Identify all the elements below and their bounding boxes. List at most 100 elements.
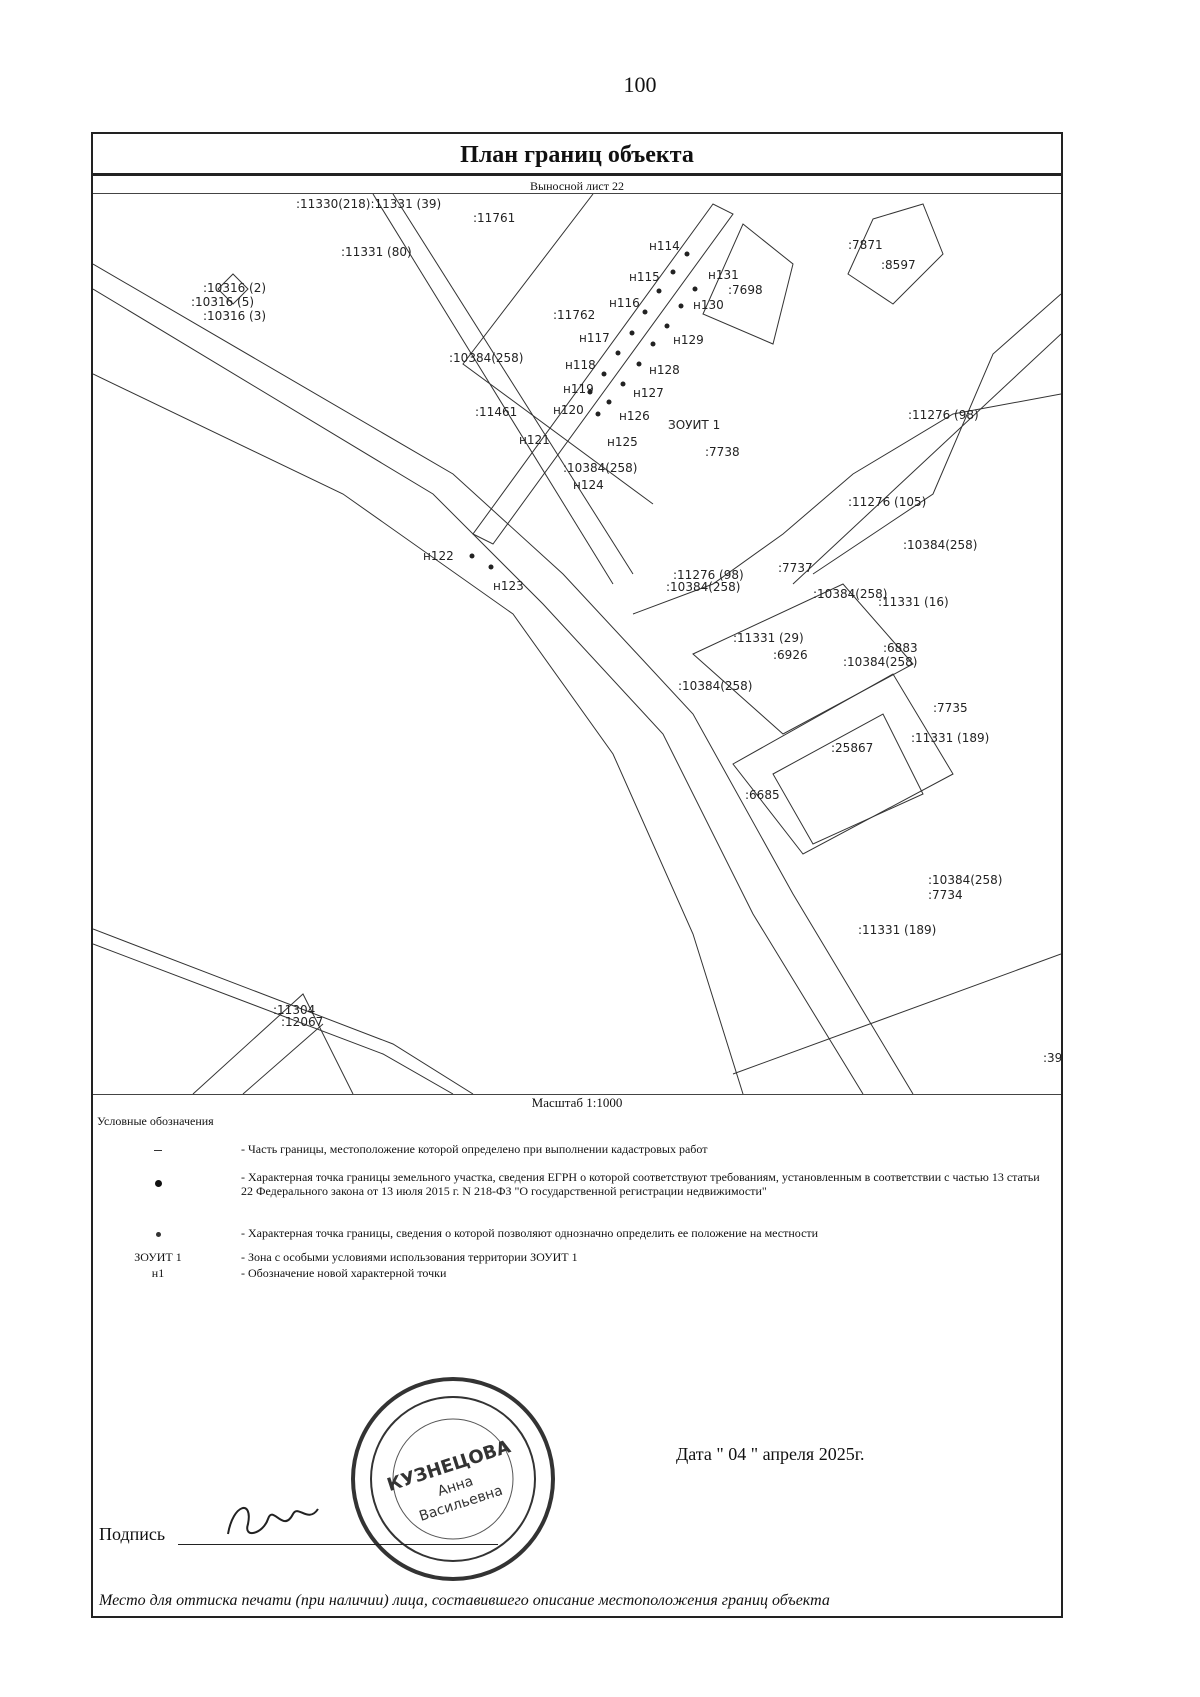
point-label: н131 — [708, 268, 739, 282]
parcel-label: :6926 — [773, 648, 808, 662]
parcel-outline — [217, 273, 249, 305]
parcel-label: :11304 — [273, 1003, 315, 1017]
legend-point-symbol — [123, 1176, 193, 1191]
sheet-subtitle: Выносной лист 22 — [93, 178, 1061, 194]
parcel-label: :10384(258) — [903, 538, 977, 552]
parcel-label: :10384(258) — [449, 351, 523, 365]
point-label: н121 — [519, 433, 550, 447]
road-edge-line — [93, 263, 914, 1094]
document-date: Дата " 04 " апреля 2025г. — [676, 1444, 865, 1464]
point-label: н120 — [553, 403, 584, 417]
parcel-label: :7737 — [778, 561, 813, 575]
point-marker — [650, 341, 656, 347]
parcel-line — [732, 953, 1061, 1075]
point-label: н116 — [609, 296, 640, 310]
point-marker — [678, 303, 684, 309]
cadastral-map: :11330(218):11331 (39) :11761 :11331 (80… — [93, 194, 1061, 1095]
map-lines — [93, 194, 1061, 1094]
point-marker — [601, 371, 607, 377]
point-marker — [488, 564, 494, 570]
road-edge-line — [93, 288, 864, 1094]
parcel-label: :10384(258) — [563, 461, 637, 475]
point-marker — [636, 361, 642, 367]
parcel-label: :11276 (98) — [908, 408, 979, 422]
point-marker — [606, 399, 612, 405]
parcel-line — [812, 293, 1061, 575]
parcel-label: :11331 (16) — [878, 595, 949, 609]
handwritten-signature — [223, 1494, 323, 1549]
parcel-outline — [772, 713, 924, 845]
point-label: н125 — [607, 435, 638, 449]
point-marker — [642, 309, 648, 315]
parcel-label: :6685 — [745, 788, 780, 802]
legend-zone-symbol: ЗОУИТ 1 — [134, 1250, 182, 1264]
parcel-line — [792, 333, 1061, 585]
point-label: н122 — [423, 549, 454, 563]
parcel-label: :11276 (105) — [848, 495, 926, 509]
point-label: н126 — [619, 409, 650, 423]
zone-label: ЗОУИТ 1 — [668, 418, 720, 432]
parcel-label: :11331 (189) — [911, 731, 989, 745]
parcel-outline — [692, 583, 914, 735]
point-label: н124 — [573, 478, 604, 492]
parcel-labels: :11330(218):11331 (39) :11761 :11331 (80… — [191, 197, 1061, 1065]
parcel-label: :7734 — [928, 888, 963, 902]
building-outline — [702, 223, 794, 345]
parcel-label: :11331 (80) — [341, 245, 412, 259]
zone-strip — [472, 203, 734, 545]
parcel-label: :12067 — [281, 1015, 323, 1029]
point-label: н119 — [563, 382, 594, 396]
parcel-label: :11762 — [553, 308, 595, 322]
parcel-line — [93, 943, 454, 1094]
legend-text: - Часть границы, местоположение которой … — [241, 1142, 708, 1156]
point-marker — [615, 350, 621, 356]
road-line — [392, 194, 634, 575]
parcel-label: :11331 (189) — [858, 923, 936, 937]
parcel-label: :7698 — [728, 283, 763, 297]
parcel-label: :10316 (5) — [191, 295, 254, 309]
parcel-label: :10316 (3) — [203, 309, 266, 323]
legend-text: - Обозначение новой характерной точки — [241, 1266, 447, 1280]
parcel-label: :11331 (29) — [733, 631, 804, 645]
parcel-line — [93, 928, 474, 1094]
legend-point-label-symbol: н1 — [151, 1266, 165, 1280]
legend-text: - Зона с особыми условиями использования… — [241, 1250, 578, 1264]
point-marker — [692, 286, 698, 292]
road-line — [372, 194, 614, 585]
point-marker — [664, 323, 670, 329]
boundary-points — [469, 251, 698, 570]
point-label: н115 — [629, 270, 660, 284]
parcel-line — [242, 1023, 324, 1094]
parcel-label: :7871 — [848, 238, 883, 252]
parcel-label: :11276 (98) — [673, 568, 744, 582]
legend-line-symbol — [123, 1142, 193, 1157]
parcel-label: :6883 — [883, 641, 918, 655]
road-edge-line — [93, 373, 744, 1094]
parcel-label: :11461 — [475, 405, 517, 419]
legend-text: - Характерная точка границы, сведения о … — [241, 1226, 819, 1240]
point-label: н117 — [579, 331, 610, 345]
signature-line — [178, 1544, 498, 1545]
legend-text: - Характерная точка границы земельного у… — [241, 1170, 1040, 1198]
point-label: н123 — [493, 579, 524, 593]
parcel-label: :10384(258) — [843, 655, 917, 669]
parcel-line — [462, 194, 654, 505]
point-label: н130 — [693, 298, 724, 312]
point-marker — [629, 330, 635, 336]
parcel-label: :10384(258) — [813, 587, 887, 601]
stamp-placement-note: Место для оттиска печати (при наличии) л… — [99, 1592, 830, 1609]
parcel-label: :10384(258) — [666, 580, 740, 594]
signature-label: Подпись — [99, 1524, 166, 1544]
parcel-label: :7738 — [705, 445, 740, 459]
point-label: н129 — [673, 333, 704, 347]
point-marker — [469, 553, 475, 559]
parcel-label: :39 — [1043, 1051, 1061, 1065]
map-canvas: :11330(218):11331 (39) :11761 :11331 (80… — [93, 194, 1061, 1094]
parcel-label: :10384(258) — [678, 679, 752, 693]
point-marker — [587, 389, 593, 395]
parcel-line — [192, 993, 354, 1094]
point-labels: н114 н115 н116 н117 н118 н119 н120 н121 … — [423, 239, 739, 593]
parcel-label: :11761 — [473, 211, 515, 225]
point-marker — [620, 381, 626, 387]
building-outline — [847, 203, 944, 305]
